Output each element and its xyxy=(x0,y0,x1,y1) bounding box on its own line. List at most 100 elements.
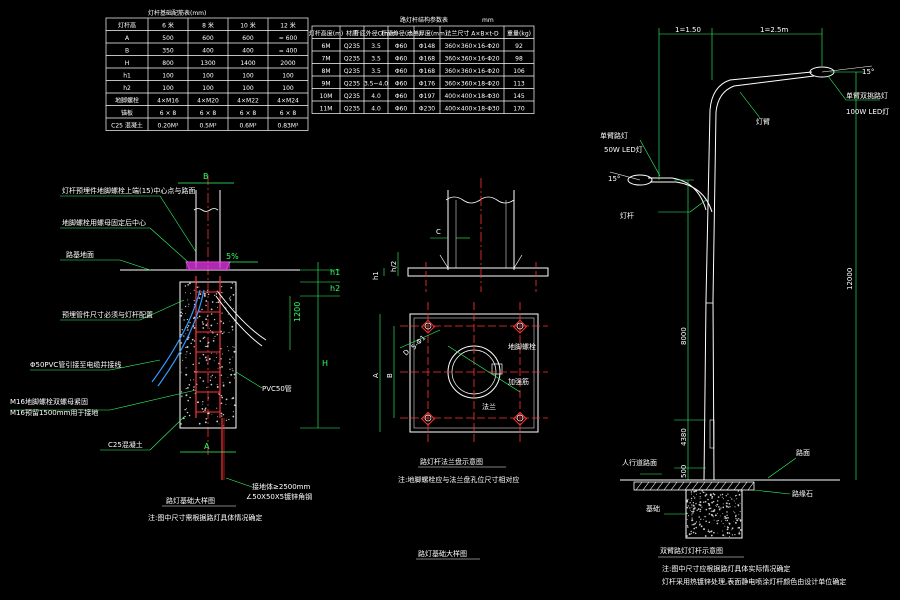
pole-lamp-l-label: 单臂路灯 xyxy=(600,131,628,140)
table1-cell: 6 米 xyxy=(162,22,174,30)
foundation-label-f2: M16预留1500mm用于接地 xyxy=(10,408,98,417)
table1-cell: 4×M22 xyxy=(237,98,259,105)
foundation-dim-h1: h1 xyxy=(330,268,340,277)
foundation-dim-1200: 1200 xyxy=(293,302,302,322)
table2-unit: mm xyxy=(482,17,494,24)
table2-cell: 杆底外径C(mm) xyxy=(354,30,399,38)
pole-dim-top-l: 1=1.50 xyxy=(675,26,701,34)
table1-cell: 0.6M³ xyxy=(239,123,257,130)
table2-cell: Φ60 xyxy=(395,81,408,88)
table1-cell: h2 xyxy=(123,85,131,92)
table1-cell: 1300 xyxy=(200,60,215,67)
table2-cell: 材质 xyxy=(346,30,358,38)
table2-cell: Φ60 xyxy=(395,68,408,75)
table2-cell: 145 xyxy=(513,93,525,100)
pole-base-label: 基础 xyxy=(646,504,660,513)
table-pole-params: 路灯杆结构参数表 mm 灯杆高度(m)材质杆底外径C(mm)杆顶外径(mm)法兰… xyxy=(309,16,535,114)
pole-dim-top-r: 1=2.5m xyxy=(760,26,788,34)
table2-cell: Q235 xyxy=(344,56,360,63)
table2-cell: Φ168 xyxy=(419,56,435,63)
pole-note2: 灯杆采用热镀锌处理,表面静电喷涂灯杆颜色由设计单位确定 xyxy=(662,577,846,586)
pole-arm-label: 灯臂 xyxy=(756,117,770,126)
foundation-label-d: 预埋管件尺寸必须与灯杆配置 xyxy=(62,310,153,319)
flange-note: 注:地脚螺栓应与法兰盘孔位尺寸相对应 xyxy=(398,475,519,484)
foundation-note: 注:图中尺寸需根据路灯具体情况确定 xyxy=(148,513,262,522)
pole-lamp-l: 50W LED灯 xyxy=(604,145,643,154)
table2-cell: 400×400×18-Φ30 xyxy=(444,106,499,113)
table2-cell: 重量(kg) xyxy=(507,30,531,38)
table2-cell: Φ176 xyxy=(419,81,435,88)
foundation-slope: 5% xyxy=(226,252,239,261)
table2-cell: Φ197 xyxy=(419,93,435,100)
flange-label-1: 地脚螺栓 xyxy=(508,342,536,351)
table2-cell: 法兰尺寸 A×B×t-D xyxy=(445,30,499,38)
foundation-label-b: 地脚螺栓用螺母固定后中心 xyxy=(62,218,146,227)
table2-cell: Φ60 xyxy=(395,106,408,113)
flange-dim-h2: h/2 xyxy=(390,261,398,272)
table1-cell: 100 xyxy=(282,73,294,80)
foundation-section: B h1 h2 1200 H 5% A PVC50管 接地体≥2500mm ∠5… xyxy=(10,172,340,522)
table1-cell: 10 米 xyxy=(240,22,256,30)
table2-cell: 3.5 xyxy=(371,56,381,63)
pole-dim-12000: 12000 xyxy=(846,268,854,290)
table1-cell: 6 × 8 xyxy=(160,110,177,117)
table1-cell: 地脚螺栓 xyxy=(115,97,139,105)
pole-lamp-r: 100W LED灯 xyxy=(846,107,889,116)
table1-cell: 100 xyxy=(202,73,214,80)
flange-dim-phi: 5-Φ1 xyxy=(410,334,428,352)
table1-cell: 4×M16 xyxy=(157,98,179,105)
table1-cell: 2000 xyxy=(280,60,295,67)
table2-cell: Φ230 xyxy=(419,106,435,113)
table1-cell: 100 xyxy=(202,85,214,92)
foundation-label-c: 路基地面 xyxy=(66,250,94,259)
foundation-label-a: 灯杆预埋件地脚螺栓上端(15)中心点与路面 xyxy=(62,186,195,195)
table1-cell: 100 xyxy=(282,85,294,92)
pole-note1: 注:图中尺寸应根据路灯具体实际情况确定 xyxy=(662,564,790,573)
foundation-title: 路灯基础大样图 xyxy=(166,496,215,505)
pole-curb-label: 路缘石 xyxy=(792,489,813,498)
table1-cell: 6 × 8 xyxy=(200,110,217,117)
table2-cell: 3.5 xyxy=(371,43,381,50)
table2-cell: 113 xyxy=(513,81,525,88)
flange-detail: C h1 h/2 A xyxy=(372,178,549,484)
table1-cell: 0.83M³ xyxy=(278,123,300,130)
foundation-label-f: M16地脚螺栓双螺母紧固 xyxy=(10,397,88,406)
table2-cell: 9M xyxy=(322,81,331,88)
pole-title: 双臂路灯灯杆示意图 xyxy=(660,546,723,555)
table2-cell: Q235 xyxy=(344,81,360,88)
table2-cell: 4.0 xyxy=(371,93,381,100)
table1-cell: 500 xyxy=(162,35,174,42)
table1-cell: 100 xyxy=(242,85,254,92)
table1-cell: 400 xyxy=(242,48,254,55)
table2-cell: Φ60 xyxy=(395,43,408,50)
foundation-dim-h2: h2 xyxy=(330,284,340,293)
table2-cell: 6M xyxy=(322,43,331,50)
table1-cell: 100 xyxy=(162,73,174,80)
flange-label-3: 法兰 xyxy=(482,402,496,411)
table2-cell: 98 xyxy=(515,56,523,63)
table2-cell: 11M xyxy=(320,106,333,113)
foundation-label-e: Φ50PVC管引接至电缆井接线 xyxy=(30,360,121,369)
table1-cell: 600 xyxy=(242,35,254,42)
pole-angle-l: 15° xyxy=(608,175,620,183)
table2-cell: 170 xyxy=(513,106,525,113)
table1-cell: 12 米 xyxy=(280,22,296,30)
table1-cell: 6 × 8 xyxy=(240,110,257,117)
table1-cell: 1400 xyxy=(240,60,255,67)
table1-cell: B xyxy=(125,48,129,55)
table1-cell: h1 xyxy=(123,73,131,80)
foundation-dim-b: B xyxy=(203,172,209,181)
table1-cell: 400 xyxy=(202,48,214,55)
flange-dim-a: A xyxy=(372,373,380,378)
flange-dim-d: D xyxy=(402,348,411,357)
foundation-label-g: C25混凝土 xyxy=(108,440,143,449)
pole-lamp-r-label: 单臂双挑路灯 xyxy=(846,91,888,100)
pole-angle-r: 15° xyxy=(862,68,874,76)
table2-cell: 360×360×16-Φ20 xyxy=(444,43,499,50)
table1-cell: 600 xyxy=(202,35,214,42)
table1-cell: 锚板 xyxy=(121,109,133,117)
table2-cell: Φ60 xyxy=(395,93,408,100)
table1-cell: 100 xyxy=(162,85,174,92)
table1-cell: 800 xyxy=(162,60,174,67)
pole-dim-500: 500 xyxy=(680,465,688,478)
